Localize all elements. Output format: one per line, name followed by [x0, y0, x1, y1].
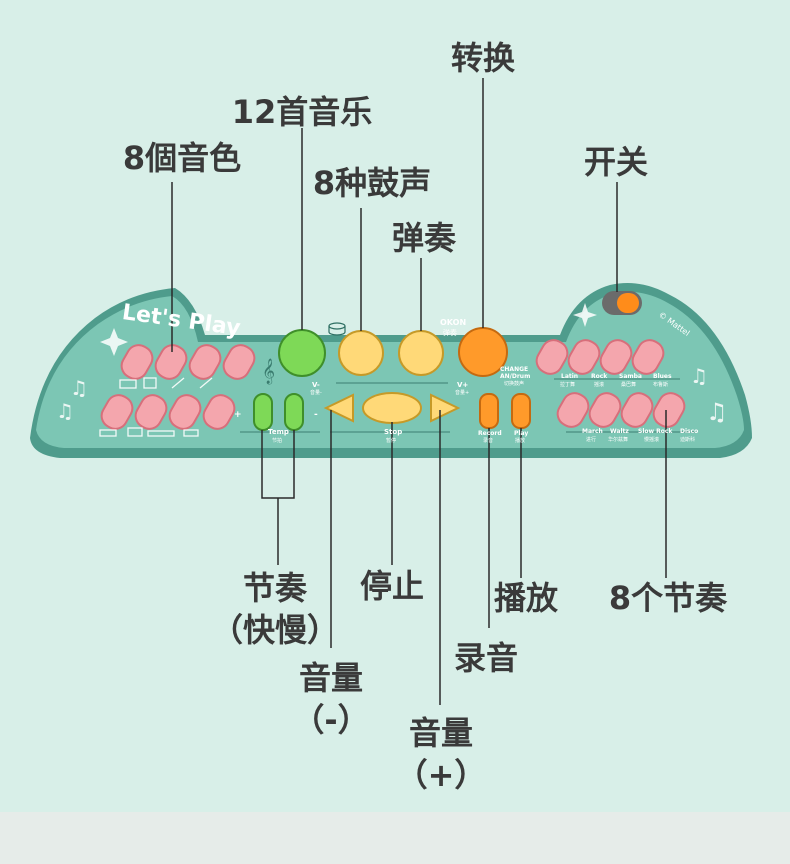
vplus-label-cn: 音量+: [455, 390, 470, 396]
sparkle-icon: [100, 303, 597, 356]
callout-playback: 播放: [493, 579, 559, 617]
rhythm-label-waltz: Waltz: [610, 428, 629, 435]
play-mode-button: [398, 330, 444, 376]
callout-rhythms: 8个节奏: [608, 579, 728, 617]
vminus-label: V-: [312, 381, 320, 389]
callout-stop: 停止: [359, 567, 425, 605]
change-label-cn: 切换鼓声: [504, 381, 525, 387]
rhythm-label-march: March: [582, 428, 603, 435]
drum-icon: [328, 322, 346, 336]
play-label: Play: [514, 430, 529, 437]
music-note-icon: ♫ ♫ ♫ ♫ 𝄞: [56, 358, 728, 426]
volume-down-button: [323, 393, 354, 423]
rhythm-label-samba-cn: 桑巴舞: [621, 382, 637, 388]
vplus-label: V+: [457, 381, 469, 389]
callout-tempo: 节奏 （快慢）: [211, 572, 339, 646]
tempo-label-cn: 节拍: [272, 438, 283, 444]
rhythm-keys-bottom: [556, 392, 686, 428]
power-switch: [602, 291, 642, 315]
tone-keys-bottom: [100, 394, 236, 430]
rhythm-label-rock-cn: 摇滚: [594, 382, 605, 388]
callout-volume-down: 音量 （-）: [292, 662, 369, 736]
record-label-cn: 录音: [483, 438, 494, 444]
callout-drums: 8种鼓声: [312, 164, 432, 202]
callout-songs: 12首音乐: [231, 93, 373, 131]
bottom-band: [0, 812, 790, 864]
record-label: Record: [478, 430, 502, 437]
change-label-1: CHANGE: [500, 366, 529, 373]
tempo-minus-label: -: [314, 410, 318, 420]
callout-switch: 转换: [450, 39, 516, 77]
rhythm-label-blues: Blues: [653, 373, 672, 380]
svg-text:𝄞: 𝄞: [262, 358, 275, 384]
rhythm-label-disco: Disco: [680, 428, 699, 435]
songs-button: [278, 329, 326, 377]
rhythm-label-latin-cn: 拉丁舞: [560, 382, 576, 388]
play-button: [511, 393, 531, 429]
rhythm-label-rock: Rock: [591, 373, 608, 380]
rhythm-label-slowrock: Slow Rock: [638, 428, 673, 435]
callout-volume-up: 音量 （+）: [396, 717, 487, 791]
rhythm-label-latin: Latin: [561, 373, 579, 380]
record-button: [479, 393, 499, 429]
play-label-cn: 播放: [515, 438, 526, 444]
callout-tempo-line2: （快慢）: [210, 611, 340, 649]
vminus-label-cn: 音量-: [310, 390, 322, 396]
svg-text:♫: ♫: [706, 398, 728, 426]
callout-play-mode: 弹奏: [391, 219, 457, 257]
volume-up-button: [430, 393, 461, 423]
callout-volume-up-line1: 音量: [408, 714, 474, 752]
tempo-up-button: [284, 393, 304, 431]
rhythm-label-samba: Samba: [619, 373, 642, 380]
brand-okon: OKON: [440, 318, 467, 327]
callout-power: 开关: [583, 143, 649, 181]
callout-tempo-line1: 节奏: [242, 569, 308, 607]
instrument-icons: [99, 377, 213, 437]
rhythm-label-waltz-cn: 华尔兹舞: [608, 437, 629, 443]
leader-lines: [171, 78, 667, 705]
rhythm-label-disco-cn: 迪斯科: [680, 437, 696, 443]
callout-record: 录音: [453, 639, 519, 677]
drum-button: [338, 330, 384, 376]
tone-keys-top: [120, 344, 256, 380]
callout-volume-up-line2: （+）: [395, 756, 487, 794]
rhythm-keys-top: [535, 339, 665, 375]
svg-text:♫: ♫: [70, 376, 88, 400]
brand-okon-cn: 弹奏: [443, 329, 457, 337]
rhythm-label-blues-cn: 布鲁斯: [653, 382, 669, 388]
stop-label: Stop: [384, 428, 403, 436]
svg-text:♫: ♫: [690, 364, 708, 388]
stop-label-cn: 暂停: [386, 438, 397, 444]
panel-guides: [240, 378, 696, 433]
change-label-2: AN/Drum: [500, 373, 531, 380]
callout-tones: 8個音色: [122, 139, 242, 177]
callout-volume-down-line1: 音量: [298, 659, 364, 697]
rhythm-label-slowrock-cn: 慢摇滚: [644, 437, 660, 443]
svg-text:♫: ♫: [56, 399, 74, 423]
tempo-plus-label: +: [234, 410, 242, 420]
stop-button: [362, 392, 422, 424]
rhythm-label-march-cn: 进行: [586, 437, 597, 443]
tempo-down-button: [253, 393, 273, 431]
callout-volume-down-line2: （-）: [292, 701, 370, 739]
tempo-label: Temp: [268, 428, 289, 436]
